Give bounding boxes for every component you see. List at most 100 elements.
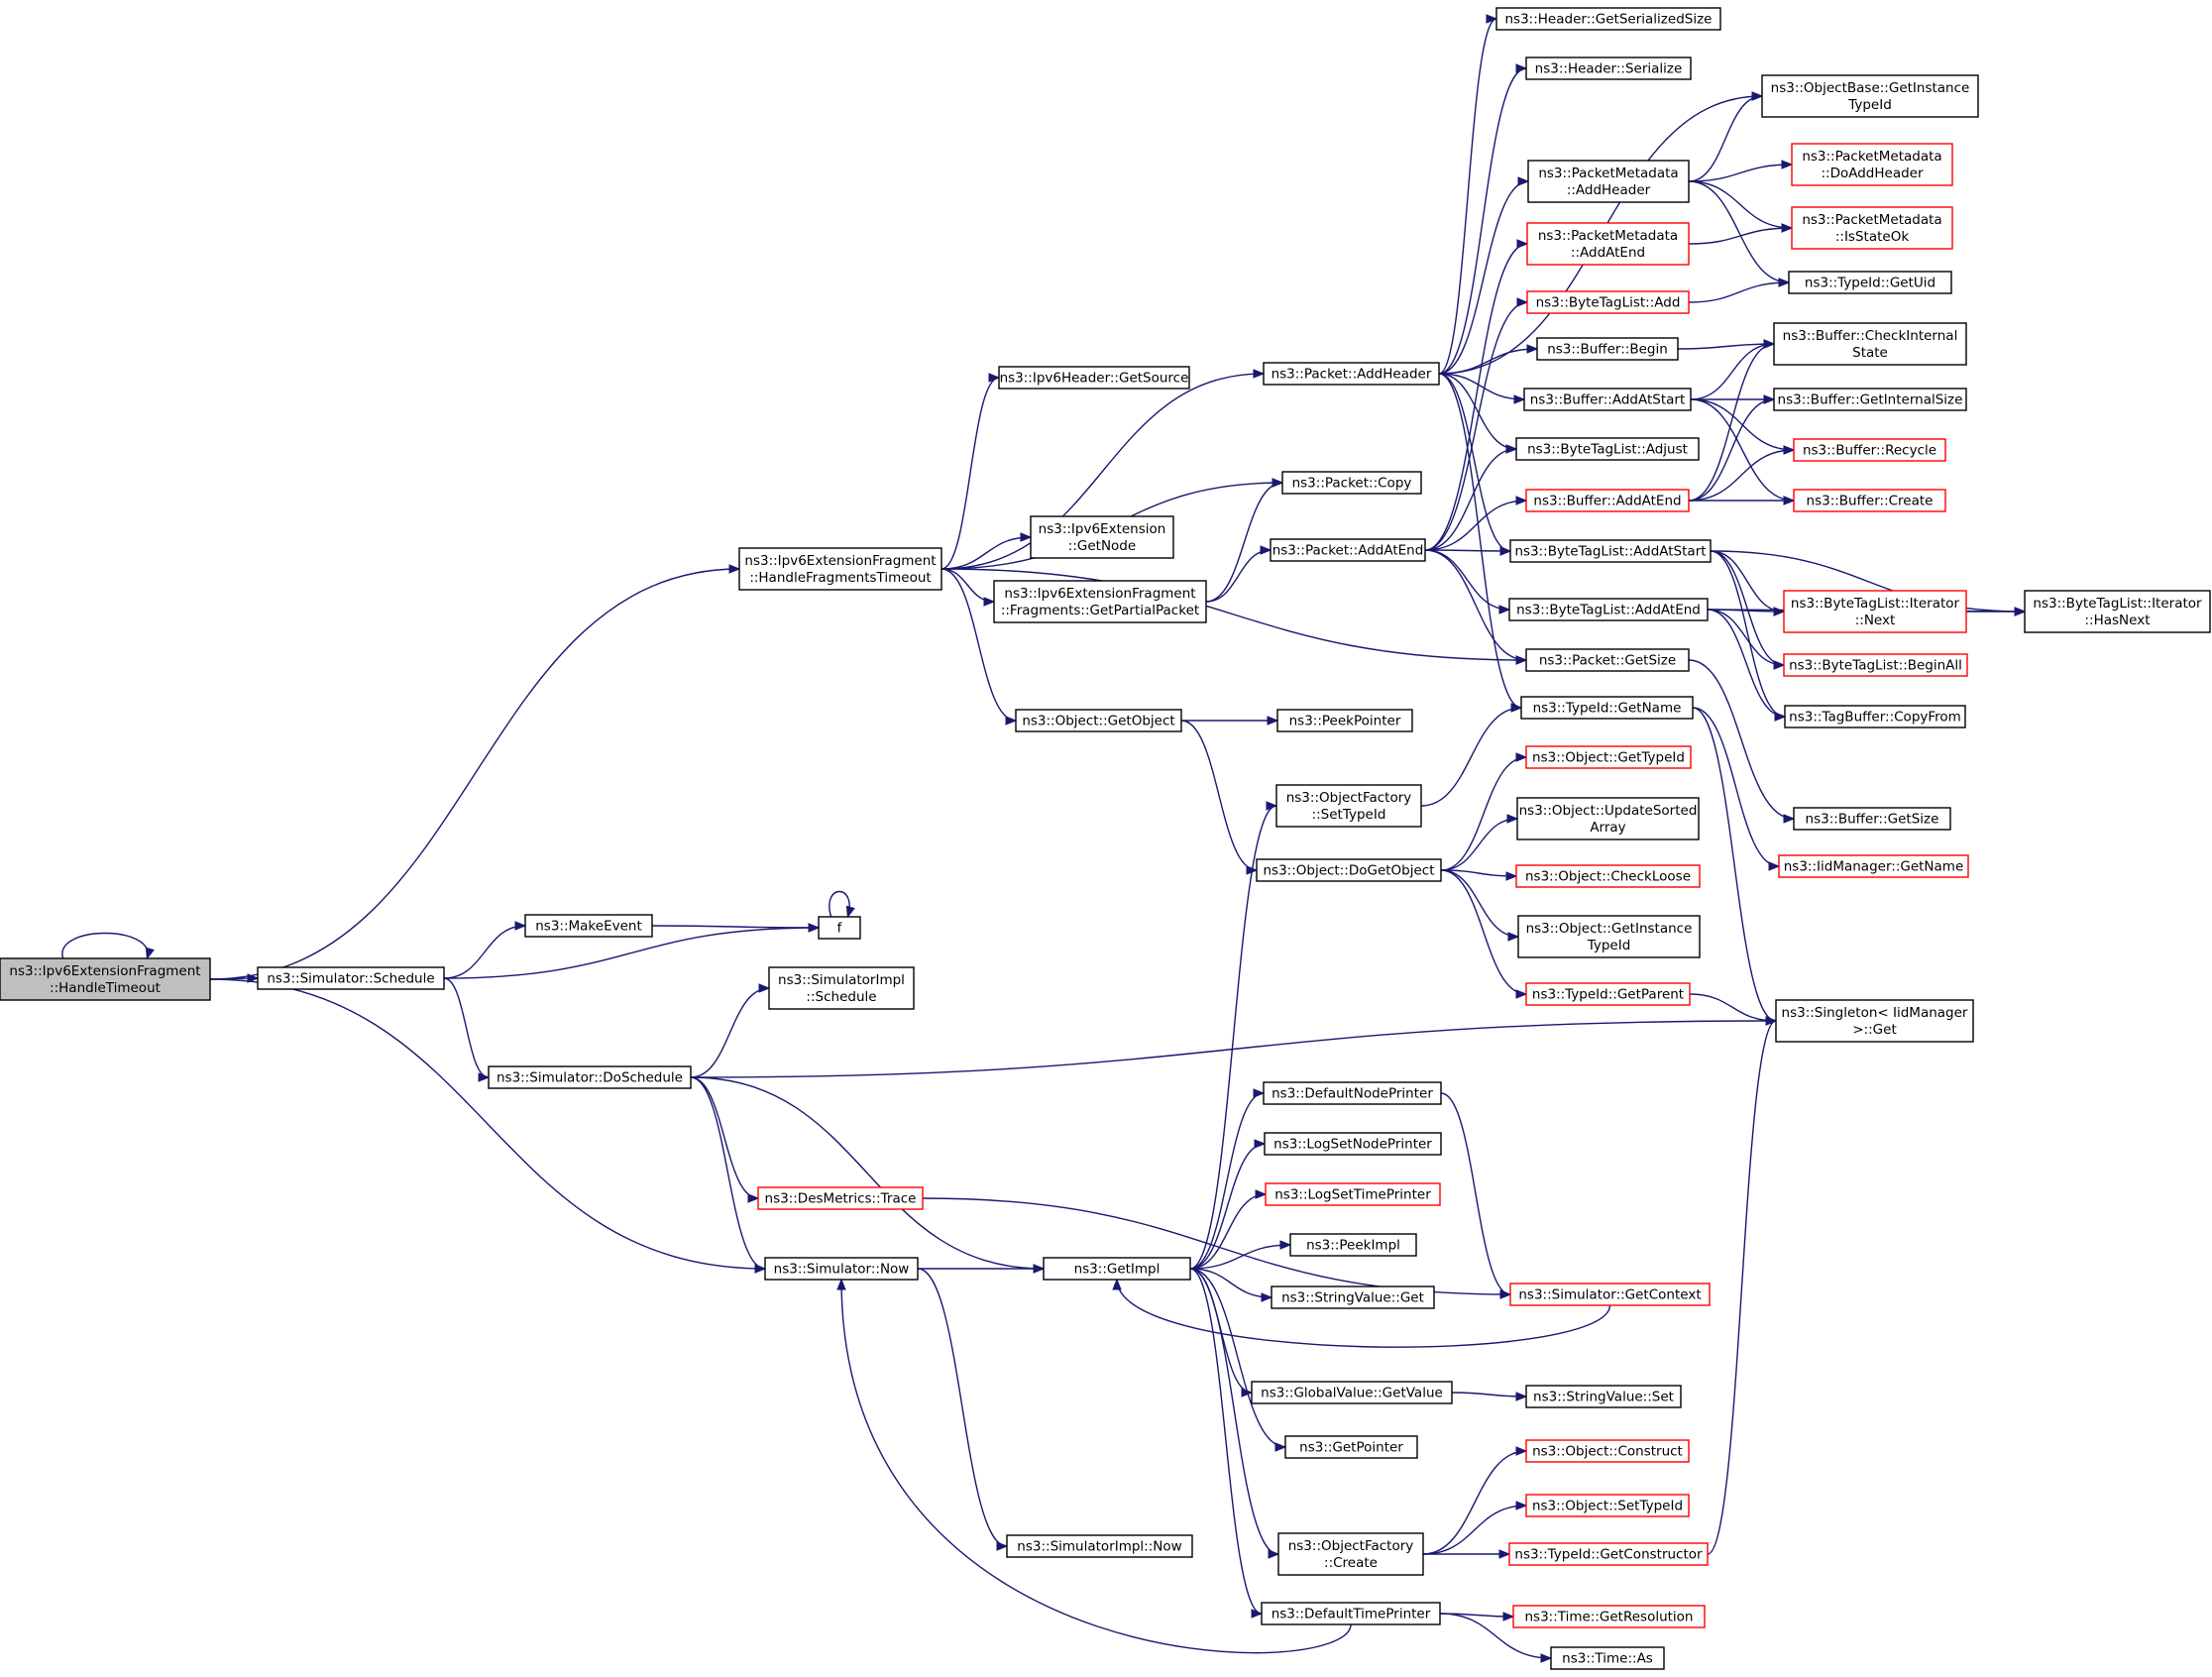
node-ns3-buffer-getsize[interactable]: ns3::Buffer::GetSize — [1793, 807, 1951, 831]
node-ns3-defaultnodeprinter[interactable]: ns3::DefaultNodePrinter — [1263, 1081, 1442, 1105]
node-label: ns3::Ipv6Header::GetSource — [1000, 371, 1189, 387]
node-ns3-time-as[interactable]: ns3::Time::As — [1550, 1646, 1665, 1670]
node-ns3-object-settypeid[interactable]: ns3::Object::SetTypeId — [1525, 1494, 1690, 1517]
node-ns3-buffer-recycle[interactable]: ns3::Buffer::Recycle — [1793, 438, 1946, 462]
edge-typeidgetctor-to-singletonget — [1707, 1016, 1778, 1555]
node-ns3-stringvalue-get[interactable]: ns3::StringValue::Get — [1271, 1286, 1435, 1309]
node-box — [1793, 807, 1951, 831]
edge-arrowhead — [1505, 444, 1518, 454]
node-ns3-bytetaglist-adjust[interactable]: ns3::ByteTagList::Adjust — [1515, 437, 1700, 461]
node-ns3-typeid-getname[interactable]: ns3::TypeId::GetName — [1520, 696, 1694, 720]
node-ns3-makeevent[interactable]: ns3::MakeEvent — [524, 914, 653, 938]
edge-line — [209, 568, 740, 980]
edge-line — [1424, 549, 1527, 661]
edge-arrowhead — [247, 973, 260, 983]
node-ns3-typeid-getuid[interactable]: ns3::TypeId::GetUid — [1788, 271, 1952, 294]
node-ns3-defaulttimeprinter[interactable]: ns3::DefaultTimePrinter — [1261, 1602, 1441, 1625]
edge-arrowhead — [1274, 1442, 1287, 1452]
node-ns3-buffer-addatend[interactable]: ns3::Buffer::AddAtEnd — [1525, 489, 1690, 512]
node-label: ns3::Object::GetObject — [1022, 714, 1174, 729]
node-ns3-ipv6extensionfragment-fragments-getpartialpacket[interactable]: ns3::Ipv6ExtensionFragment::Fragments::G… — [993, 580, 1207, 623]
node-ns3-time-getresolution[interactable]: ns3::Time::GetResolution — [1512, 1605, 1706, 1628]
node-ns3-object-gettypeid[interactable]: ns3::Object::GetTypeId — [1525, 745, 1692, 769]
node-ns3-typeid-getparent[interactable]: ns3::TypeId::GetParent — [1525, 982, 1691, 1006]
node-ns3-packetmetadata-isstateok[interactable]: ns3::PacketMetadata::IsStateOk — [1791, 206, 1953, 250]
node-label: ::AddHeader — [1567, 182, 1651, 198]
node-ns3-singleton-iidmanager-get[interactable]: ns3::Singleton< IidManager >::Get — [1775, 999, 1974, 1043]
edge-bufaddatend-to-bufcheckinternal — [1688, 339, 1776, 502]
node-ns3-peekpointer[interactable]: ns3::PeekPointer — [1276, 709, 1413, 732]
node-ns3-packetmetadata-addatend[interactable]: ns3::PacketMetadata::AddAtEnd — [1526, 222, 1690, 266]
node-ns3-logsetnodeprinter[interactable]: ns3::LogSetNodePrinter — [1264, 1132, 1442, 1156]
node-ns3-buffer-create[interactable]: ns3::Buffer::Create — [1793, 489, 1946, 512]
node-ns3-simulator-schedule[interactable]: ns3::Simulator::Schedule — [257, 966, 445, 990]
node-ns3-typeid-getconstructor[interactable]: ns3::TypeId::GetConstructor — [1508, 1542, 1709, 1566]
edge-line — [1707, 1020, 1777, 1555]
node-ns3-packetmetadata-doaddheader[interactable]: ns3::PacketMetadata::DoAddHeader — [1791, 143, 1953, 186]
node-ns3-packet-addatend[interactable]: ns3::Packet::AddAtEnd — [1270, 538, 1426, 562]
node-ns3-peekimpl[interactable]: ns3::PeekImpl — [1289, 1233, 1417, 1257]
edge-arrowhead — [1266, 801, 1278, 811]
node-ns3-iidmanager-getname[interactable]: ns3::IidManager::GetName — [1778, 854, 1969, 878]
node-label: ns3::PacketMetadata — [1538, 166, 1678, 181]
node-ns3-desmetrics-trace[interactable]: ns3::DesMetrics::Trace — [757, 1186, 924, 1210]
node-ns3-packet-addheader[interactable]: ns3::Packet::AddHeader — [1263, 362, 1440, 386]
node-ns3-buffer-begin[interactable]: ns3::Buffer::Begin — [1536, 337, 1679, 361]
node-ns3-bytetaglist-add[interactable]: ns3::ByteTagList::Add — [1526, 290, 1690, 314]
edge-line — [443, 925, 526, 979]
node-label: ns3::TagBuffer::CopyFrom — [1789, 710, 1961, 726]
node-ns3-bytetaglist-beginall[interactable]: ns3::ByteTagList::BeginAll — [1783, 653, 1968, 677]
node-ns3-ipv6extensionfragment-handlefragmentstimeout[interactable]: ns3::Ipv6ExtensionFragment::HandleFragme… — [738, 547, 942, 591]
node-ns3-header-serialize[interactable]: ns3::Header::Serialize — [1525, 56, 1692, 80]
edge-line — [443, 927, 820, 979]
edge-line — [61, 932, 149, 959]
edge-hft-to-getsource — [940, 373, 1001, 570]
node-ns3-tagbuffer-copyfrom[interactable]: ns3::TagBuffer::CopyFrom — [1784, 705, 1966, 728]
node-ns3-ipv6extension-getnode[interactable]: ns3::Ipv6Extension::GetNode — [1030, 515, 1174, 559]
node-label: ns3::Ipv6ExtensionFragment — [744, 553, 936, 569]
node-ns3-getimpl[interactable]: ns3::GetImpl — [1043, 1257, 1191, 1281]
node-ns3-buffer-getinternalsize[interactable]: ns3::Buffer::GetInternalSize — [1773, 388, 1967, 411]
node-box — [1527, 160, 1690, 203]
node-ns3-ipv6extensionfragment-handletimeout[interactable]: ns3::Ipv6ExtensionFragment::HandleTimeou… — [0, 957, 211, 1001]
node-label: ns3::TypeId::GetConstructor — [1514, 1547, 1703, 1563]
node-ns3-simulatorimpl-now[interactable]: ns3::SimulatorImpl::Now — [1006, 1534, 1193, 1558]
node-ns3-simulator-now[interactable]: ns3::Simulator::Now — [764, 1257, 919, 1281]
node-ns3-simulator-doschedule[interactable]: ns3::Simulator::DoSchedule — [488, 1065, 692, 1089]
node-ns3-globalvalue-getvalue[interactable]: ns3::GlobalValue::GetValue — [1251, 1381, 1453, 1404]
node-label: ns3::Simulator::DoSchedule — [497, 1070, 683, 1086]
node-ns3-packetmetadata-addheader[interactable]: ns3::PacketMetadata::AddHeader — [1527, 160, 1690, 203]
node-ns3-bytetaglist-iterator-hasnext[interactable]: ns3::ByteTagList::Iterator::HasNext — [2024, 590, 2211, 633]
edge-pmaddheader-to-objbasegetinst — [1688, 91, 1764, 182]
node-ns3-simulatorimpl-schedule[interactable]: ns3::SimulatorImpl::Schedule — [768, 966, 915, 1010]
node-ns3-object-checkloose[interactable]: ns3::Object::CheckLoose — [1515, 864, 1701, 888]
node-label: ns3::Buffer::AddAtStart — [1530, 392, 1686, 408]
node-ns3-bytetaglist-iterator-next[interactable]: ns3::ByteTagList::Iterator::Next — [1783, 590, 1967, 633]
node-ns3-object-construct[interactable]: ns3::Object::Construct — [1525, 1439, 1690, 1463]
edge-line — [1440, 756, 1527, 871]
node-ns3-bytetaglist-addatstart[interactable]: ns3::ByteTagList::AddAtStart — [1509, 539, 1712, 563]
node-ns3-header-getserializedsize[interactable]: ns3::Header::GetSerializedSize — [1495, 7, 1721, 31]
node-f[interactable]: f — [818, 916, 861, 940]
node-ns3-objectfactory-create[interactable]: ns3::ObjectFactory::Create — [1277, 1532, 1424, 1576]
node-ns3-getpointer[interactable]: ns3::GetPointer — [1284, 1435, 1418, 1459]
node-ns3-objectfactory-settypeid[interactable]: ns3::ObjectFactory::SetTypeId — [1275, 784, 1422, 828]
node-ns3-ipv6header-getsource[interactable]: ns3::Ipv6Header::GetSource — [998, 366, 1190, 390]
node-ns3-packet-copy[interactable]: ns3::Packet::Copy — [1281, 471, 1422, 495]
node-box — [1783, 590, 1967, 633]
node-ns3-simulator-getcontext[interactable]: ns3::Simulator::GetContext — [1509, 1283, 1711, 1306]
node-ns3-packet-getsize[interactable]: ns3::Packet::GetSize — [1525, 648, 1690, 672]
node-label: ns3::MakeEvent — [535, 919, 642, 935]
node-ns3-logsettimeprinter[interactable]: ns3::LogSetTimePrinter — [1265, 1182, 1441, 1206]
node-ns3-object-dogetobject[interactable]: ns3::Object::DoGetObject — [1256, 858, 1442, 882]
node-ns3-bytetaglist-addatend[interactable]: ns3::ByteTagList::AddAtEnd — [1508, 598, 1709, 621]
node-ns3-object-getobject[interactable]: ns3::Object::GetObject — [1015, 709, 1182, 732]
node-label: ns3::ObjectBase::GetInstance — [1771, 80, 1970, 96]
node-ns3-buffer-addatstart[interactable]: ns3::Buffer::AddAtStart — [1523, 388, 1692, 411]
node-label: ns3::DefaultNodePrinter — [1272, 1086, 1433, 1102]
node-ns3-stringvalue-set[interactable]: ns3::StringValue::Set — [1525, 1385, 1682, 1408]
